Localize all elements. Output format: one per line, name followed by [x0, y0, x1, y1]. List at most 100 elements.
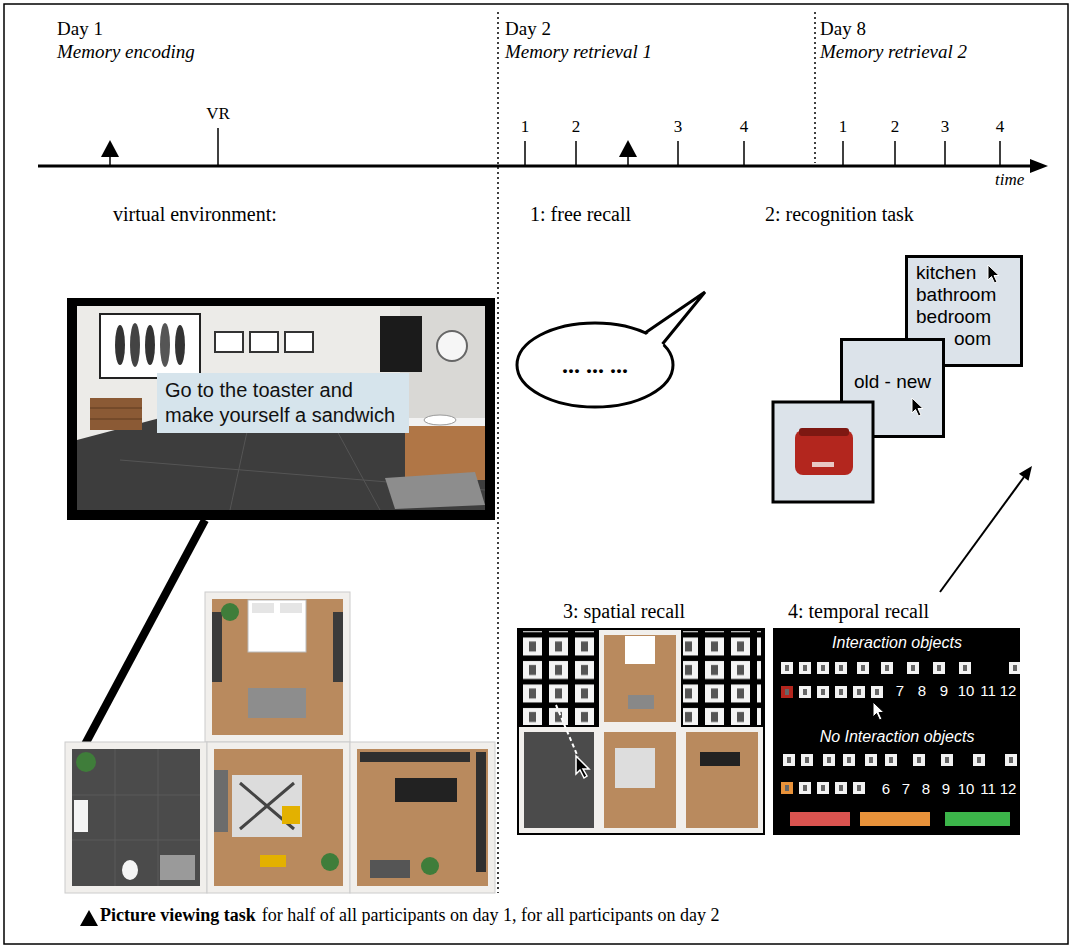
object-icon: [913, 754, 925, 766]
screen-text: 8: [922, 780, 930, 797]
floor-plan: [212, 612, 222, 682]
legend-note: Picture viewing task: [100, 905, 256, 926]
screen-text: 7: [896, 682, 904, 699]
object-icon: [839, 665, 843, 671]
object-icon: [853, 782, 865, 794]
tick-number: 3: [941, 117, 950, 137]
timeline: [524, 141, 526, 166]
vr-screenshot: [90, 419, 142, 420]
object-icon: [871, 686, 883, 698]
vr-screenshot: [100, 314, 200, 378]
panel-heading: 4: temporal recall: [788, 600, 929, 623]
old-new-option: old - new: [843, 371, 942, 393]
object-icon: [823, 754, 835, 766]
timeline: [1030, 159, 1048, 173]
vr-screenshot: [424, 415, 456, 425]
object-icon: [847, 757, 851, 763]
floor-plan: [72, 749, 200, 886]
object-icon: [803, 689, 807, 695]
spatial-recall-screen: [700, 752, 740, 766]
vr-screenshot: [405, 425, 485, 480]
answer-card: old - new: [840, 338, 945, 438]
spatial-recall-screen: [604, 732, 676, 828]
screen-text: 9: [942, 780, 950, 797]
floor-plan: [248, 600, 306, 652]
tick-number: 4: [996, 117, 1005, 137]
object-icon: [827, 757, 831, 763]
floor-plan: [72, 840, 200, 841]
object-icon: [785, 665, 789, 671]
screen-button: [945, 812, 1010, 826]
floor-plan: [421, 857, 439, 875]
tick-number: 1: [839, 117, 848, 137]
object-icon: [781, 782, 793, 794]
floor-plan: [321, 853, 339, 871]
panel-heading: 3: spatial recall: [563, 600, 685, 623]
floor-plan: [205, 592, 350, 742]
floor-plan: [370, 860, 410, 878]
object-icon: [973, 754, 985, 766]
vr-screenshot: [285, 332, 313, 352]
vr-screenshot: [380, 316, 422, 372]
timeline: [619, 140, 637, 157]
sequence-arrow: [1019, 466, 1032, 481]
floor-plan: [65, 742, 207, 893]
object-icon: [885, 754, 897, 766]
timeline: [217, 128, 219, 166]
object-icon: [783, 754, 795, 766]
mouse-cursor: [988, 265, 999, 283]
spatial-recall-screen: [686, 732, 758, 828]
object-icon: [801, 754, 813, 766]
object-icon: [869, 757, 873, 763]
mouse-cursor: [912, 265, 999, 416]
day-label: Day 2: [505, 18, 551, 40]
spatial-recall-screen: [576, 756, 589, 778]
timeline: [109, 157, 111, 166]
spatial-recall-screen: [604, 635, 676, 722]
object-icon: [1009, 662, 1020, 674]
object-icon: [843, 754, 855, 766]
timeline: [999, 141, 1001, 166]
floor-plan: [72, 795, 200, 796]
floor-plan: [76, 752, 96, 772]
vr-screenshot: [437, 331, 467, 361]
object-icon: [785, 785, 789, 791]
object-icon: [787, 757, 791, 763]
tick-number: 3: [674, 117, 683, 137]
object-icon: [835, 662, 847, 674]
floor-plan: [160, 855, 195, 880]
object-icon: [865, 754, 877, 766]
object-icon: [839, 785, 843, 791]
spatial-recall-screen: [517, 628, 765, 835]
object-icon: [1005, 754, 1017, 766]
floor-plan: [350, 742, 495, 893]
screen-text: 7: [902, 780, 910, 797]
figure-frame: [4, 4, 1068, 944]
floor-plan: [214, 749, 343, 886]
toaster-card: [812, 462, 834, 467]
tick-number: 4: [740, 117, 749, 137]
sequence-arrow: [940, 466, 1032, 592]
figure-frame: [4, 4, 1068, 944]
toaster-card: [773, 402, 873, 502]
object-icon: [945, 757, 949, 763]
floor-plan: [115, 749, 116, 886]
bubble-tail: [645, 292, 705, 344]
object-icon: [799, 662, 811, 674]
timeline: [894, 141, 896, 166]
spatial-recall-screen: [683, 631, 761, 725]
legend-triangle: [80, 910, 98, 926]
floor-plan: [476, 752, 486, 872]
floor-plan: [252, 603, 274, 613]
object-icon: [1009, 757, 1013, 763]
vr-screenshot: [175, 325, 185, 365]
screen-text: 12: [1000, 780, 1017, 797]
object-icon: [853, 686, 865, 698]
floor-plan: [232, 775, 302, 837]
screen-text: 10: [958, 682, 975, 699]
vr-screenshot: [160, 323, 170, 367]
object-icon: [941, 754, 953, 766]
spatial-recall-screen: [625, 636, 655, 664]
timeline: [38, 165, 1032, 168]
spatial-recall-screen: [556, 705, 578, 757]
